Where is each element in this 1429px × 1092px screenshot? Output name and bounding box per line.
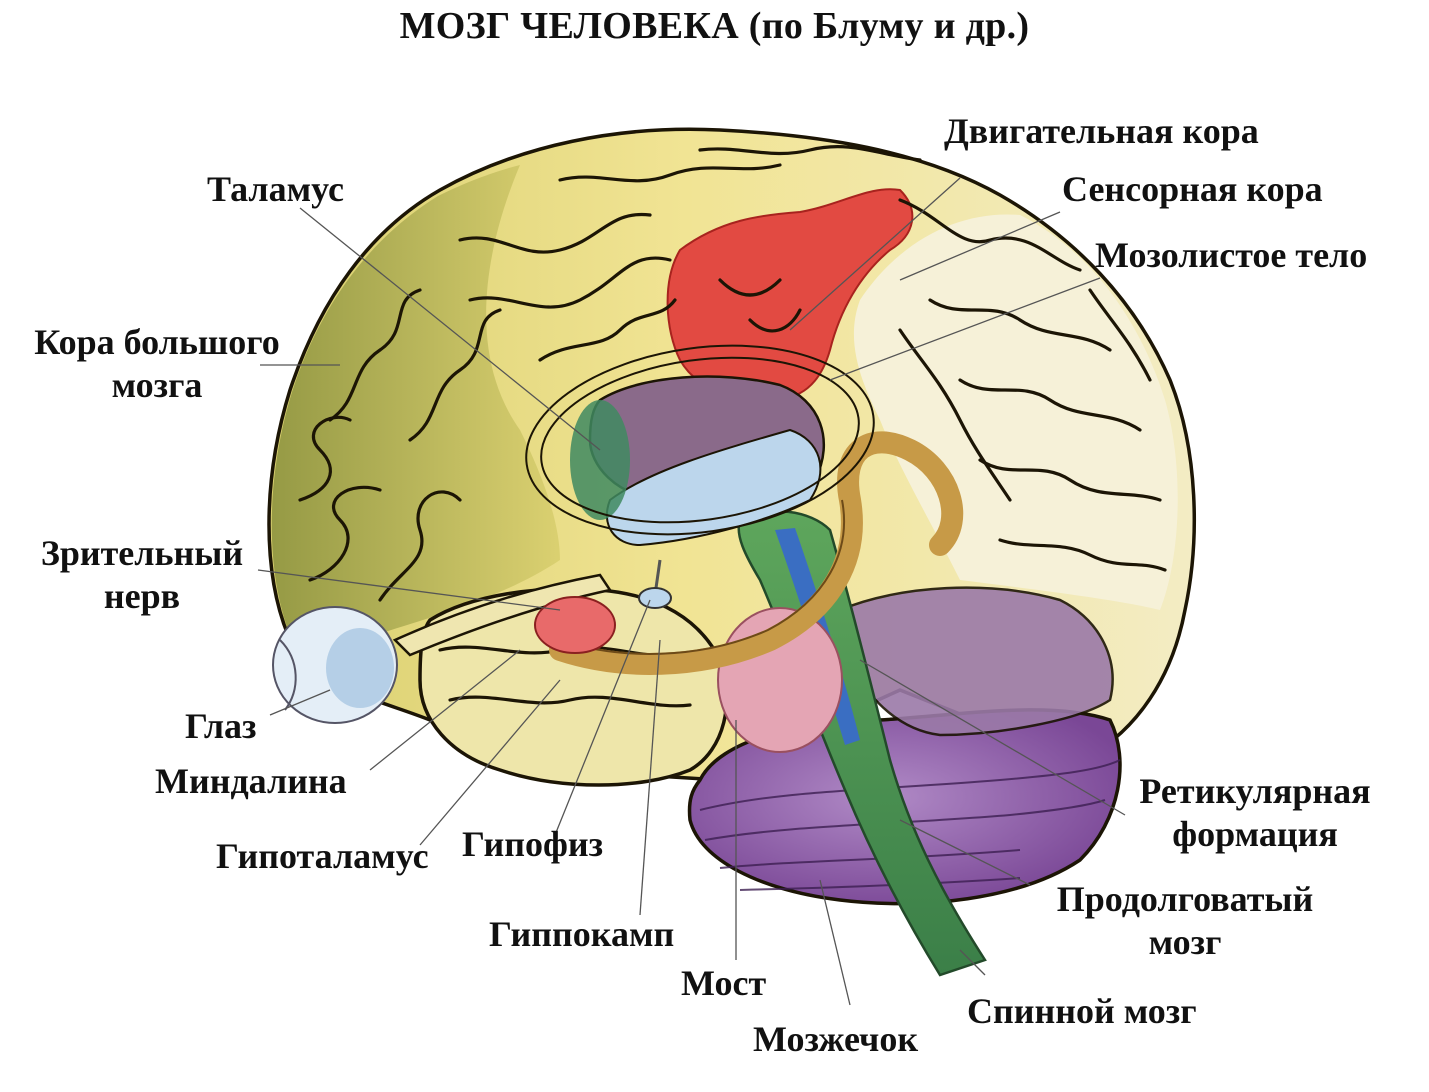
label-pons: Мост <box>681 963 767 1003</box>
label-optic-nerve: Зрительный нерв <box>22 532 262 618</box>
occipital-region <box>837 586 1114 737</box>
label-reticular-line1: Ретикулярная <box>1139 771 1371 811</box>
label-amygdala: Миндалина <box>155 761 347 801</box>
label-hippocampus: Гиппокамп <box>489 914 675 954</box>
label-corpus-callosum: Мозолистое тело <box>1095 235 1368 275</box>
label-medulla-line1: Продолговатый <box>1056 879 1314 919</box>
label-spinal-cord: Спинной мозг <box>967 991 1197 1031</box>
label-cerebellum: Мозжечок <box>753 1019 919 1059</box>
label-cerebral-cortex: Кора большого мозга <box>12 321 302 407</box>
label-pituitary: Гипофиз <box>462 824 604 864</box>
label-medulla-line2: мозг <box>1148 922 1222 962</box>
label-reticular-formation: Ретикулярная формация <box>1120 770 1390 856</box>
label-medulla: Продолговатый мозг <box>1030 878 1340 964</box>
motor-cortex <box>666 188 914 402</box>
label-optic-nerve-line1: Зрительный <box>40 533 244 573</box>
label-eye: Глаз <box>185 706 257 746</box>
amygdala-shape <box>534 596 616 654</box>
optic-nerve-shape <box>392 573 613 657</box>
label-motor-cortex: Двигательная кора <box>944 111 1259 151</box>
label-reticular-line2: формация <box>1172 814 1338 854</box>
label-cerebral-cortex-line2: мозга <box>111 365 203 405</box>
label-thalamus: Таламус <box>207 169 345 209</box>
leader-lines <box>257 177 1126 1006</box>
page-title: МОЗГ ЧЕЛОВЕКА (по Блуму и др.) <box>399 5 1030 47</box>
label-optic-nerve-line2: нерв <box>103 576 181 616</box>
label-hypothalamus: Гипоталамус <box>216 836 429 876</box>
pituitary-shape <box>638 587 672 609</box>
sensory-cortex <box>853 214 1178 610</box>
label-sensory-cortex: Сенсорная кора <box>1062 169 1323 209</box>
label-cerebral-cortex-line1: Кора большого <box>34 322 280 362</box>
hippocampus-shape <box>549 431 964 675</box>
